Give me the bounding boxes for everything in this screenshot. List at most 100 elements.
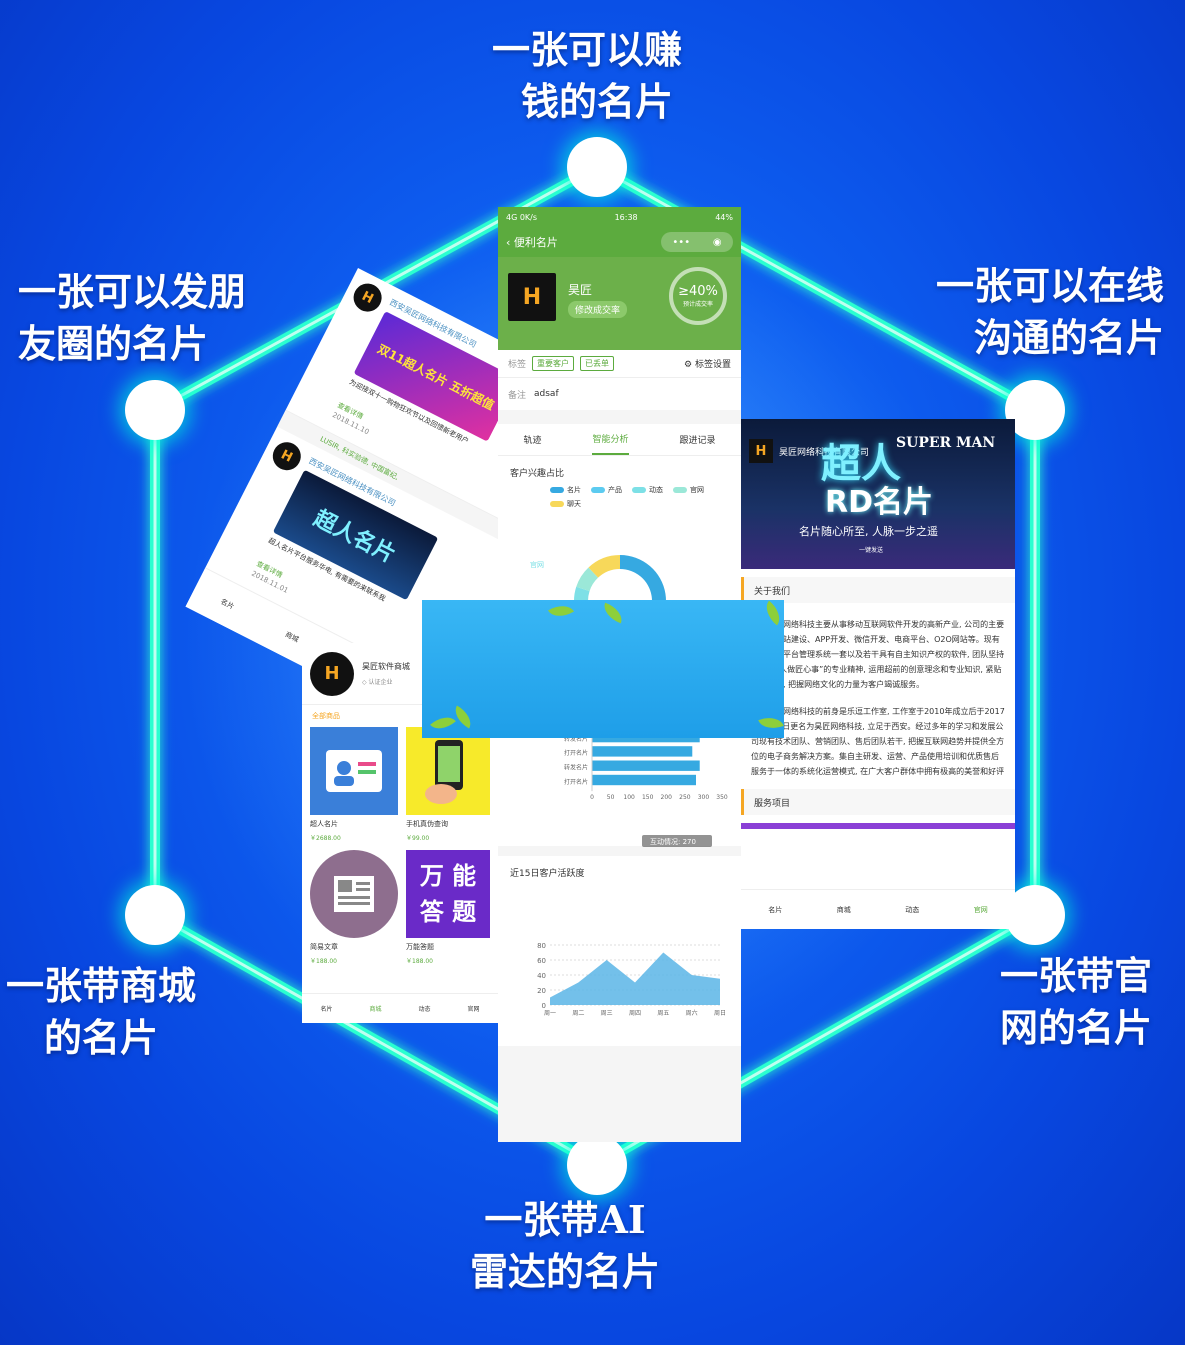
tab-mall[interactable]: 商城 [836, 905, 851, 914]
product-price: ￥99.00 [406, 835, 430, 842]
avatar: H [267, 437, 306, 476]
more-icon[interactable]: ••• [672, 236, 691, 248]
site-company: 昊匠网络科技有限公司 [779, 448, 870, 458]
banner-slogan: 名片随心所至, 人脉一步之遥 [799, 525, 938, 538]
legend-product: 产品 [591, 485, 622, 495]
tab-mall[interactable]: 商城 [369, 1006, 382, 1013]
y-tick: 60 [537, 957, 546, 965]
tab-dynamic[interactable]: 动态 [418, 1006, 431, 1013]
product-name: 简易文章 [310, 943, 338, 951]
x-tick: 周日 [714, 1010, 726, 1017]
product-card[interactable]: 超人名片 ￥2688.00 [310, 727, 398, 842]
interest-legend: 名片 产品 动态 官网 聊天 [510, 485, 729, 509]
product-card[interactable]: 万 能 答 题 万能答题 ￥188.00 [406, 850, 490, 965]
mall-tabbar: 名片 商城 动态 官网 [302, 993, 498, 1023]
legend-web: 官网 [673, 485, 704, 495]
interest-title: 客户兴趣占比 [510, 469, 565, 479]
y-tick: 80 [537, 942, 546, 950]
tab-analysis[interactable]: 智能分析 [592, 424, 629, 455]
donut-slice-4 [588, 555, 620, 578]
tab-followup[interactable]: 跟进记录 [679, 436, 716, 446]
bar-tooltip-bg [642, 835, 712, 847]
caption-bottom-left: 一张带商城的名片 [6, 963, 197, 1060]
tab-card[interactable]: 名片 [320, 1006, 333, 1013]
bar-tick: 150 [642, 794, 654, 801]
tag-lost[interactable]: 已丢单 [580, 356, 615, 371]
newspaper-icon [310, 850, 398, 938]
product-grid: 超人名片 ￥2688.00 手机真伪查询 ￥99.00 简易文章 ￥188.00… [302, 727, 498, 965]
chevron-left-icon: ‹ [506, 236, 514, 249]
tab-website[interactable]: 官网 [467, 1006, 480, 1013]
phone-hand-icon [406, 727, 490, 815]
leaf-icon [600, 602, 626, 624]
x-tick: 周一 [544, 1010, 556, 1017]
y-tick: 20 [537, 987, 546, 995]
note-label: 备注 [508, 390, 527, 401]
tag-settings-button[interactable]: ⚙ 标签设置 [684, 360, 731, 370]
banner-super: SUPER MAN [896, 435, 996, 451]
services-strip [741, 823, 1015, 829]
hex-node-top-left [125, 380, 185, 440]
capsule-menu[interactable]: ••• ◉ [661, 232, 733, 252]
x-tick: 周六 [686, 1009, 698, 1017]
mall-header: H 昊匠软件商城 ◇ 认证企业 [302, 643, 498, 705]
legend-card: 名片 [550, 485, 581, 495]
bar-label: 转发名片 [564, 735, 588, 743]
x-tick: 周五 [657, 1010, 669, 1017]
hex-node-bottom [567, 1135, 627, 1195]
rate-ring: ≥40%预计成交率 [669, 267, 727, 325]
caption-top: 一张可以赚钱的名片 [492, 27, 683, 124]
tab-track[interactable]: 轨迹 [523, 436, 542, 446]
product-price: ￥188.00 [406, 958, 433, 965]
tag-row: 标签 重要客户 已丢单 ⚙ 标签设置 [498, 350, 741, 378]
x-tick: 周四 [629, 1010, 641, 1017]
x-tick: 周三 [601, 1010, 613, 1017]
back-button[interactable]: ‹ 便利名片 [506, 236, 558, 249]
bar-tick: 100 [623, 794, 635, 801]
close-circle-icon[interactable]: ◉ [712, 236, 722, 248]
site-logo: H [749, 439, 773, 463]
caption-bottom-right: 一张带官网的名片 [1000, 953, 1153, 1050]
hex-node-top [567, 137, 627, 197]
product-price: ￥2688.00 [310, 835, 341, 842]
tab-card[interactable]: 名片 [219, 597, 236, 611]
avatar: H [348, 278, 387, 317]
area-fill [550, 952, 720, 1005]
bar-tick: 350 [716, 794, 728, 801]
tab-card[interactable]: 名片 [768, 905, 783, 914]
services-heading: 服务项目 [741, 789, 1015, 815]
banner-one-touch: 一键发送 [859, 547, 884, 554]
leaf-icon [449, 705, 477, 729]
status-battery: 44% [715, 212, 733, 222]
status-time: 16:38 [614, 212, 638, 222]
mall-phone: H 昊匠软件商城 ◇ 认证企业 全部商品 超人名片 ￥2688.00 手机真伪查… [302, 643, 498, 1023]
bar-tick: 0 [590, 794, 594, 801]
leaf-icon [760, 600, 784, 626]
bar-label: 打开名片 [564, 778, 588, 786]
nav-bar: ‹ 便利名片 ••• ◉ [498, 227, 741, 257]
leaf-icon [430, 710, 456, 736]
bar-tick: 200 [661, 794, 673, 801]
tag-important[interactable]: 重要客户 [532, 356, 575, 371]
product-card[interactable]: 简易文章 ￥188.00 [310, 850, 398, 965]
user-name: 昊匠 [568, 283, 593, 297]
tab-website[interactable]: 官网 [973, 905, 988, 914]
y-tick: 40 [537, 972, 546, 980]
product-card[interactable]: 手机真伪查询 ￥99.00 [406, 727, 490, 842]
activity-chart: 806040200周一周二周三周四周五周六周日 [537, 942, 726, 1017]
y-tick: 0 [542, 1002, 546, 1010]
section-all-products[interactable]: 全部商品 [312, 712, 340, 720]
bar-label: 打开名片 [564, 749, 588, 757]
note-value[interactable]: adsaf [534, 389, 559, 399]
company-logo: H [508, 273, 556, 321]
shield-icon: ◇ [362, 679, 369, 686]
tab-dynamic[interactable]: 动态 [905, 905, 920, 914]
about-heading: 关于我们 [741, 577, 1015, 603]
tab-mall[interactable]: 商城 [284, 630, 301, 644]
bar [592, 774, 696, 786]
site-banner: H 昊匠网络科技有限公司 超人 SUPER MAN RD名片 名片随心所至, 人… [741, 419, 1015, 569]
hex-node-bottom-right [1005, 885, 1065, 945]
shop-logo: H [310, 651, 354, 696]
edit-rate-button[interactable]: 修改成交率 [568, 301, 628, 318]
verified-badge: ◇ 认证企业 [362, 679, 393, 686]
